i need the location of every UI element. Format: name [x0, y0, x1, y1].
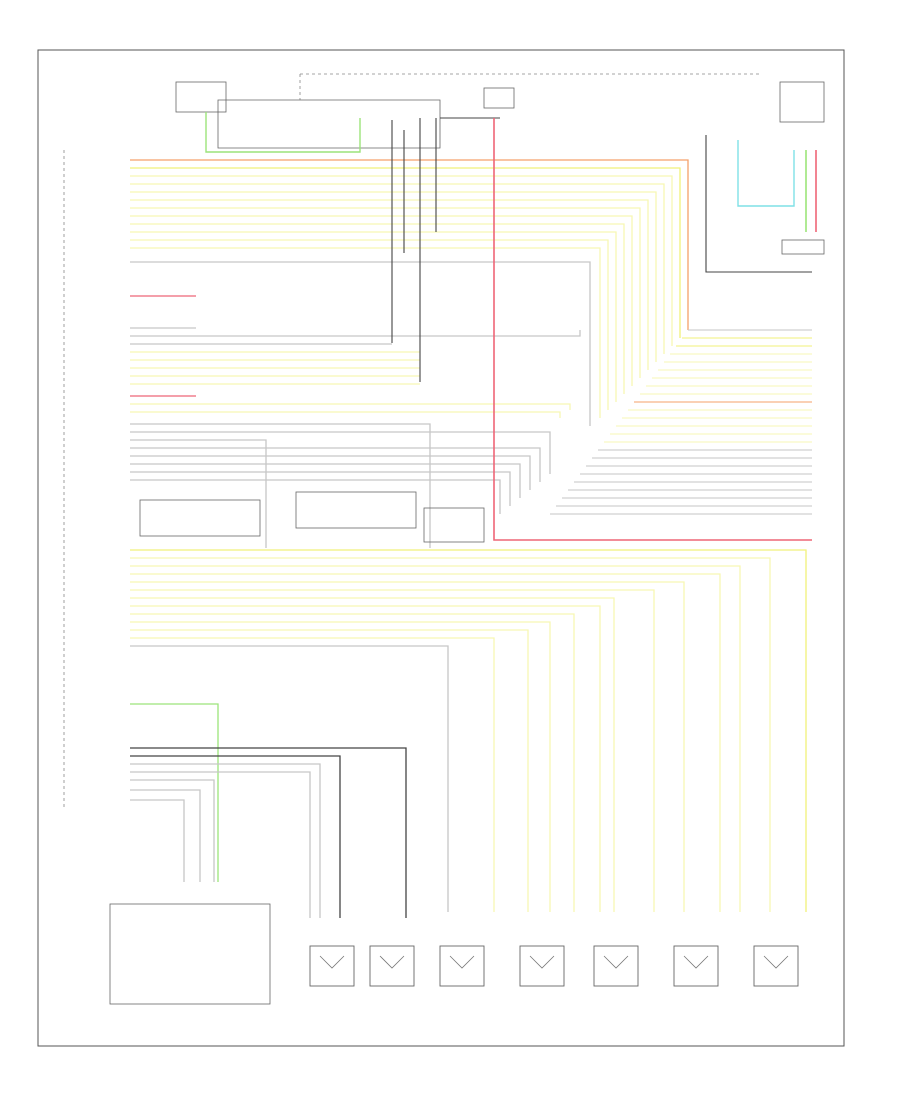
wire-lower-8 — [130, 605, 601, 912]
wire-mid-grey-9 — [130, 463, 521, 498]
wire-upper-3 — [130, 175, 673, 346]
wire-mid-grey-4 — [130, 423, 431, 548]
wire-belt-green — [130, 703, 219, 882]
airbag-squib-icon — [753, 945, 799, 987]
wire-upper-11 — [130, 239, 609, 410]
upper-wire-group — [130, 159, 689, 426]
wire-lower-black-2 — [130, 755, 341, 918]
wire-mid-yellow-7 — [130, 411, 561, 418]
diagram-frame — [37, 49, 845, 1047]
wire-upper-2 — [130, 167, 681, 338]
wire-lower-grey-1 — [130, 763, 321, 918]
wire-upper-10 — [130, 231, 617, 402]
wire-mid-grey-8 — [130, 455, 531, 490]
wire-upper-5 — [130, 191, 657, 362]
center-connector-label-box — [423, 507, 485, 543]
wire-mid-grey-5 — [130, 431, 551, 474]
wire-lower-13 — [130, 645, 449, 912]
wire-mid-grey-6 — [130, 439, 267, 548]
wire-mid-grey-10 — [130, 471, 511, 506]
wire-lower-3 — [130, 565, 741, 912]
wire-lower-2 — [130, 557, 771, 912]
wire-lower-10 — [130, 621, 551, 912]
wire-lower-1 — [130, 549, 807, 912]
wire-mid-grey-11 — [130, 479, 501, 514]
wire-upper-1 — [130, 159, 689, 330]
wire-lower-5 — [130, 581, 685, 912]
wire-mid-grey-2 — [130, 330, 581, 337]
wire-lower-12 — [130, 637, 495, 912]
belt-switch-assembly-box — [109, 903, 271, 1005]
wire-lower-6 — [130, 589, 655, 912]
wire-lower-grey-3 — [130, 779, 215, 882]
right-door-sensor-label-box — [295, 491, 417, 529]
wire-gauge-green — [205, 112, 361, 153]
lower-wire-group — [130, 549, 807, 918]
wire-mid-grey-7 — [130, 447, 541, 482]
wire-trunk-red-long — [493, 118, 812, 541]
wire-radio-cyan — [737, 140, 795, 207]
sensor-row — [309, 945, 799, 987]
airbag-squib-icon — [439, 945, 485, 987]
top-fuse-block-outline — [217, 99, 441, 149]
wire-upper-8 — [130, 215, 633, 386]
wire-upper-4 — [130, 183, 665, 354]
gauge-connector-box — [175, 81, 227, 113]
wire-lower-grey-2 — [130, 771, 311, 918]
airbag-squib-icon — [519, 945, 565, 987]
middle-wire-group — [130, 295, 812, 548]
wire-upper-6 — [130, 199, 649, 370]
wire-trunk-black-5 — [705, 135, 812, 273]
wire-lower-11 — [130, 629, 529, 912]
radio-lower-connector-box — [781, 239, 825, 255]
wire-mid-yellow-6 — [130, 403, 571, 410]
wire-upper-7 — [130, 207, 641, 378]
wire-upper-13 — [130, 261, 591, 426]
wire-lower-grey-5 — [130, 799, 185, 882]
airbag-squib-icon — [673, 945, 719, 987]
radio-connector-box — [779, 81, 825, 123]
wire-lower-grey-4 — [130, 789, 201, 882]
wire-upper-12 — [130, 247, 601, 418]
wire-lower-7 — [130, 597, 615, 912]
wire-lower-4 — [130, 573, 721, 912]
junction-connector-box — [483, 87, 515, 109]
seat-position-sensor-icon — [369, 945, 415, 987]
wire-upper-9 — [130, 223, 625, 394]
airbag-squib-icon — [593, 945, 639, 987]
left-door-sensor-label-box — [139, 499, 261, 537]
wire-lower-9 — [130, 613, 575, 912]
seat-position-sensor-icon — [309, 945, 355, 987]
wire-lower-black-1 — [130, 747, 407, 918]
